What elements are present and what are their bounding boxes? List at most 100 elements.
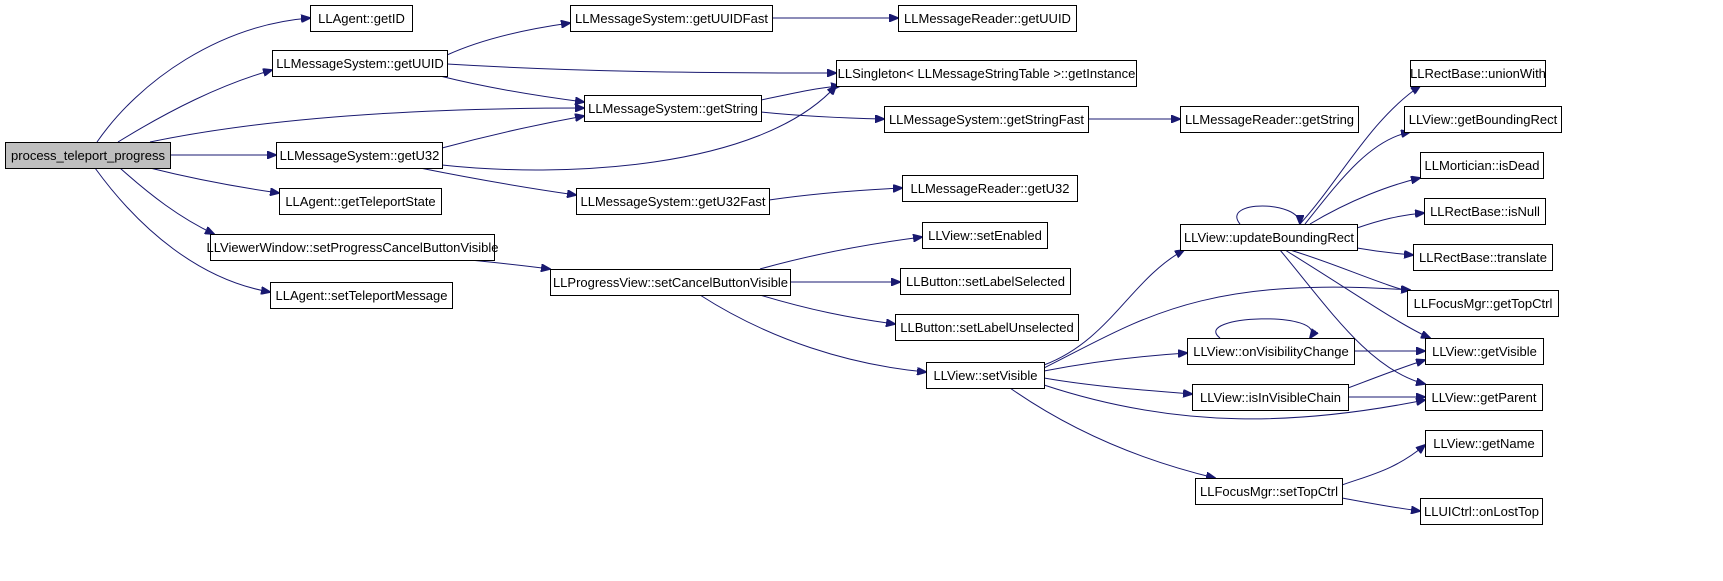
graph-node-n7[interactable]: LLMessageSystem::getUUIDFast: [570, 5, 773, 32]
node-label: LLButton::setLabelSelected: [906, 274, 1065, 289]
graph-node-n9[interactable]: LLMessageSystem::getU32Fast: [576, 188, 770, 215]
node-box[interactable]: [1180, 106, 1359, 133]
node-box[interactable]: [898, 5, 1077, 32]
node-box[interactable]: [1425, 384, 1543, 411]
edge-n20-n27: [1356, 213, 1424, 229]
edge-layer: [94, 18, 1430, 511]
node-box[interactable]: [210, 234, 495, 261]
edge-n8-n13: [760, 111, 884, 119]
node-label: LLFocusMgr::getTopCtrl: [1414, 296, 1553, 311]
node-label: LLMessageSystem::getU32Fast: [581, 194, 766, 209]
graph-node-n6[interactable]: LLAgent::setTeleportMessage: [270, 282, 453, 309]
node-label: LLMessageSystem::getU32: [280, 148, 440, 163]
edge-n5-n10: [469, 259, 550, 269]
node-box[interactable]: [1404, 106, 1562, 133]
node-label: LLView::getBoundingRect: [1409, 112, 1558, 127]
node-box[interactable]: [895, 314, 1079, 341]
graph-node-n31[interactable]: LLView::getParent: [1425, 384, 1543, 411]
edge-n0-n5: [119, 167, 214, 234]
edge-n0-n2: [117, 70, 272, 143]
graph-node-n17[interactable]: LLButton::setLabelUnselected: [895, 314, 1079, 341]
graph-node-n26[interactable]: LLMortician::isDead: [1420, 152, 1544, 179]
graph-node-n14[interactable]: LLMessageReader::getU32: [902, 175, 1078, 202]
graph-node-n28[interactable]: LLRectBase::translate: [1413, 244, 1553, 271]
graph-node-n16[interactable]: LLButton::setLabelSelected: [900, 268, 1071, 295]
node-box[interactable]: [1425, 338, 1544, 365]
node-box[interactable]: [5, 142, 171, 169]
graph-node-n12[interactable]: LLSingleton< LLMessageStringTable >::get…: [836, 60, 1137, 87]
graph-node-n30[interactable]: LLView::getVisible: [1425, 338, 1544, 365]
node-box[interactable]: [1180, 224, 1358, 251]
node-box[interactable]: [884, 106, 1089, 133]
node-box[interactable]: [1410, 60, 1546, 87]
edge-n20-n24: [1299, 86, 1420, 225]
node-label: LLMessageSystem::getStringFast: [889, 112, 1084, 127]
edge-n18-n29: [1043, 287, 1410, 369]
graph-node-n3[interactable]: LLMessageSystem::getU32: [276, 142, 443, 169]
graph-node-n10[interactable]: LLProgressView::setCancelButtonVisible: [550, 269, 791, 296]
edge-n20-n26: [1309, 178, 1420, 225]
node-box[interactable]: [926, 362, 1045, 389]
node-box[interactable]: [584, 95, 762, 122]
graph-node-n23[interactable]: LLFocusMgr::setTopCtrl: [1195, 478, 1343, 505]
graph-node-n20[interactable]: LLView::updateBoundingRect: [1180, 224, 1358, 251]
node-label: LLAgent::getTeleportState: [285, 194, 435, 209]
edge-n3-n8: [441, 116, 584, 149]
node-label: LLProgressView::setCancelButtonVisible: [553, 275, 788, 290]
graph-node-n1[interactable]: LLAgent::getID: [310, 5, 413, 32]
node-label: LLView::onVisibilityChange: [1193, 344, 1348, 359]
graph-node-n19[interactable]: LLMessageReader::getString: [1180, 106, 1359, 133]
node-box[interactable]: [279, 188, 442, 215]
node-box[interactable]: [1420, 498, 1543, 525]
graph-node-n27[interactable]: LLRectBase::isNull: [1424, 198, 1546, 225]
node-box[interactable]: [576, 188, 770, 215]
edge-n18-n23: [1009, 387, 1215, 478]
node-label: LLButton::setLabelUnselected: [900, 320, 1073, 335]
node-box[interactable]: [836, 60, 1137, 87]
edge-n3-n9: [419, 167, 576, 195]
node-box[interactable]: [1413, 244, 1553, 271]
graph-node-n22[interactable]: LLView::isInVisibleChain: [1192, 384, 1349, 411]
graph-node-n11[interactable]: LLMessageReader::getUUID: [898, 5, 1077, 32]
edge-n10-n15: [759, 237, 922, 270]
graph-node-n0[interactable]: process_teleport_progress: [5, 142, 171, 169]
edge-n2-n12: [446, 63, 836, 73]
node-box[interactable]: [550, 269, 791, 296]
node-box[interactable]: [1424, 198, 1546, 225]
node-label: LLMessageSystem::getUUIDFast: [575, 11, 768, 26]
graph-node-n29[interactable]: LLFocusMgr::getTopCtrl: [1407, 290, 1559, 317]
edge-n20-n30: [1284, 249, 1430, 338]
node-label: LLView::setVisible: [933, 368, 1037, 383]
graph-node-n15[interactable]: LLView::setEnabled: [922, 222, 1048, 249]
node-label: LLMessageSystem::getString: [588, 101, 758, 116]
graph-node-n2[interactable]: LLMessageSystem::getUUID: [272, 50, 448, 77]
node-box[interactable]: [1187, 338, 1355, 365]
node-box[interactable]: [1195, 478, 1343, 505]
graph-node-n8[interactable]: LLMessageSystem::getString: [584, 95, 762, 122]
node-box[interactable]: [310, 5, 413, 32]
node-label: LLView::getParent: [1431, 390, 1536, 405]
graph-node-n5[interactable]: LLViewerWindow::setProgressCancelButtonV…: [207, 234, 499, 261]
graph-node-n25[interactable]: LLView::getBoundingRect: [1404, 106, 1562, 133]
node-box[interactable]: [922, 222, 1048, 249]
node-box[interactable]: [1192, 384, 1349, 411]
node-box[interactable]: [1420, 152, 1544, 179]
graph-node-n4[interactable]: LLAgent::getTeleportState: [279, 188, 442, 215]
node-box[interactable]: [276, 142, 443, 169]
graph-node-n32[interactable]: LLView::getName: [1425, 430, 1543, 457]
node-box[interactable]: [270, 282, 453, 309]
graph-node-n33[interactable]: LLUICtrl::onLostTop: [1420, 498, 1543, 525]
node-box[interactable]: [902, 175, 1078, 202]
graph-node-n21[interactable]: LLView::onVisibilityChange: [1187, 338, 1355, 365]
graph-node-n18[interactable]: LLView::setVisible: [926, 362, 1045, 389]
node-box[interactable]: [272, 50, 448, 77]
node-box[interactable]: [900, 268, 1071, 295]
node-box[interactable]: [1425, 430, 1543, 457]
graph-node-n13[interactable]: LLMessageSystem::getStringFast: [884, 106, 1089, 133]
edge-n22-n30: [1347, 360, 1425, 389]
graph-node-n24[interactable]: LLRectBase::unionWith: [1410, 60, 1546, 87]
node-label: LLMortician::isDead: [1425, 158, 1540, 173]
node-box[interactable]: [1407, 290, 1559, 317]
node-box[interactable]: [570, 5, 773, 32]
